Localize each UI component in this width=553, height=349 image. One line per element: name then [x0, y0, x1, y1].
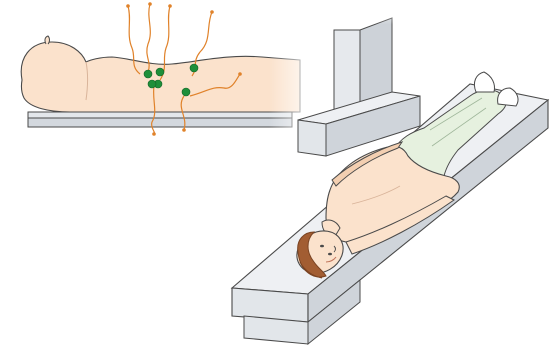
ray-end-dot: [152, 132, 156, 136]
bed-front: [232, 288, 308, 322]
ray-end-dot: [238, 72, 242, 76]
ray-end-dot: [168, 4, 172, 8]
radiation-source-dot: [190, 64, 198, 72]
radiation-source-dot: [148, 80, 156, 88]
radiation-source-dot: [182, 88, 190, 96]
radiation-source-dot: [144, 70, 152, 78]
ray-end-dot: [126, 4, 130, 8]
ray-end-dot: [210, 10, 214, 14]
inset-panel: [21, 2, 320, 140]
radiation-source-dot: [156, 68, 164, 76]
inset-face-nose: [45, 36, 50, 44]
ray-end-dot: [148, 2, 152, 6]
ray-end-dot: [182, 128, 186, 132]
emission-ray: [147, 4, 150, 72]
